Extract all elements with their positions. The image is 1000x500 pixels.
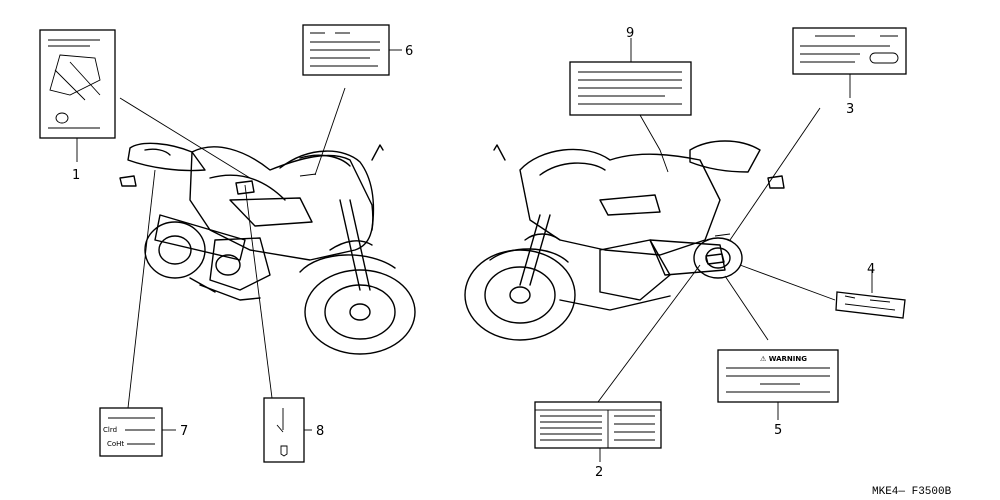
label-2-thumbnail xyxy=(534,401,662,449)
callout-5: 5 xyxy=(774,423,782,438)
label-7-line2: CoHt xyxy=(107,440,124,448)
callout-1: 1 xyxy=(72,168,80,183)
label-4-thumbnail xyxy=(835,291,906,319)
callout-numbers: 1 2 3 4 5 6 7 8 9 xyxy=(72,26,875,480)
callout-7: 7 xyxy=(180,424,188,439)
callout-8: 8 xyxy=(316,424,324,439)
label-1-thumbnail xyxy=(39,29,116,139)
callout-3: 3 xyxy=(846,102,854,117)
label-9-thumbnail xyxy=(569,61,692,116)
warning-heading-text: ⚠ WARNING xyxy=(760,355,807,363)
leader-lines xyxy=(76,38,873,462)
label-5-thumbnail: ⚠ WARNING xyxy=(717,349,839,403)
label-7-line1: Clrd xyxy=(103,426,117,434)
label-7-thumbnail: Clrd CoHt xyxy=(99,407,163,457)
callout-2: 2 xyxy=(595,465,603,480)
callout-4: 4 xyxy=(867,262,875,277)
label-8-thumbnail xyxy=(263,397,305,463)
right-motorcycle xyxy=(464,140,785,341)
label-6-thumbnail xyxy=(302,24,390,76)
drawing-code: MKE4— F3500B xyxy=(872,486,952,498)
callout-9: 9 xyxy=(626,26,634,41)
left-motorcycle xyxy=(119,142,416,355)
callout-6: 6 xyxy=(405,44,413,59)
label-3-thumbnail xyxy=(792,27,907,75)
